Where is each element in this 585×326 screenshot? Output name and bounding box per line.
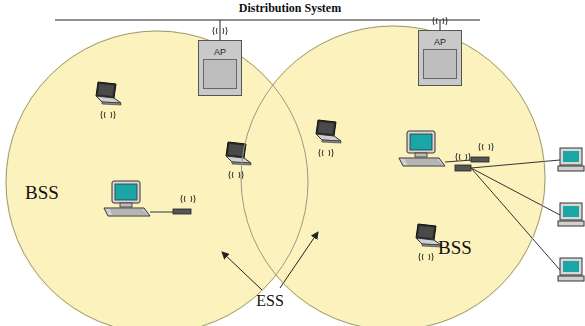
cell-outline xyxy=(240,25,546,326)
bss-cell: BSS AP xyxy=(240,25,546,326)
bss-label: BSS xyxy=(438,237,472,259)
ap-panel xyxy=(423,49,457,79)
bss-label: BSS xyxy=(25,182,59,204)
access-point: AP xyxy=(418,30,462,86)
hub-station xyxy=(558,148,584,281)
ap-panel xyxy=(203,59,237,89)
ess-label: ESS xyxy=(256,292,284,310)
bss-cell: BSS AP xyxy=(5,30,309,326)
bus-label: Distribution System xyxy=(239,1,341,16)
access-point: AP xyxy=(198,40,242,96)
ap-label: AP xyxy=(214,47,226,57)
cell-outline xyxy=(5,30,309,326)
ap-label: AP xyxy=(434,37,446,47)
